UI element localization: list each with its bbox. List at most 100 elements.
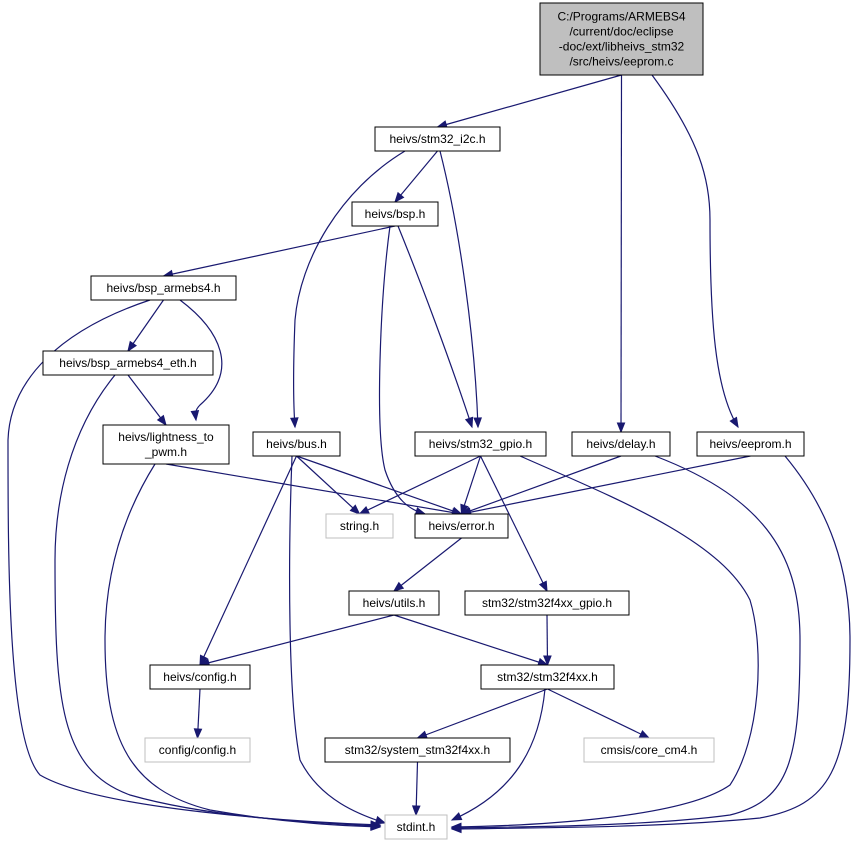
node-box (90, 275, 237, 301)
edge-line (163, 225, 396, 277)
edge-arrowhead (638, 729, 651, 739)
edge-sysf4-to-stdint (411, 761, 421, 817)
edge-arrowhead (473, 417, 482, 429)
node-config[interactable]: heivs/config.h (149, 664, 251, 690)
edge-line (620, 74, 623, 433)
node-bsp[interactable]: heivs/bsp.h (351, 201, 439, 227)
edge-arrowhead (127, 340, 137, 353)
node-box (539, 2, 704, 76)
edge-arrowhead (349, 504, 361, 515)
node-box (149, 664, 251, 690)
node-cfgcfg[interactable]: config/config.h (144, 737, 251, 763)
edge-f4xx-to-core (547, 688, 651, 739)
edge-bus-to-stdint (289, 455, 387, 825)
edge-line (378, 225, 426, 515)
edge-line (461, 455, 751, 515)
edge-line (451, 455, 759, 828)
edge-f4xx-to-sysf4 (416, 688, 548, 739)
node-box (480, 664, 615, 690)
edge-line (651, 74, 739, 428)
edge-gpio-to-f4gpio (479, 455, 548, 593)
node-f4gpio[interactable]: stm32/stm32f4xx_gpio.h (464, 590, 630, 616)
edge-arrowhead (464, 416, 474, 429)
node-box (464, 590, 630, 616)
edge-line (296, 455, 462, 515)
edge-line (461, 455, 622, 515)
node-gpio[interactable]: heivs/stm32_gpio.h (414, 431, 547, 457)
node-bsp_armebs4[interactable]: heivs/bsp_armebs4.h (90, 275, 237, 301)
node-label: heivs/eeprom.h (709, 437, 791, 451)
edge-root-to-delay (616, 74, 626, 434)
node-core[interactable]: cmsis/core_cm4.h (583, 737, 715, 763)
edge-arrowhead (156, 414, 167, 427)
edge-line (394, 150, 438, 203)
node-box (696, 431, 805, 457)
node-label: heivs/config.h (163, 670, 236, 684)
edge-bsp-to-gpio (397, 225, 474, 429)
edge-line (199, 455, 298, 666)
edge-bsp_armebs4-to-lightness (179, 299, 223, 422)
edge-i2c-to-bsp (394, 150, 438, 204)
edge-line (439, 150, 479, 428)
edge-line (437, 74, 622, 128)
edge-line (289, 455, 386, 824)
edge-root-to-i2c (436, 74, 622, 129)
node-bus[interactable]: heivs/bus.h (252, 431, 341, 457)
node-label: stm32/system_stm32f4xx.h (345, 743, 490, 757)
node-i2c[interactable]: heivs/stm32_i2c.h (374, 126, 501, 152)
node-label: /current/doc/eclipse (569, 25, 673, 39)
node-utils[interactable]: heivs/utils.h (348, 590, 440, 616)
edge-line (451, 455, 801, 829)
node-label: string.h (340, 519, 379, 533)
node-box (374, 126, 501, 152)
edge-i2c-to-bus (290, 150, 406, 429)
edge-f4xx-to-stdint (450, 688, 546, 821)
node-label: cmsis/core_cm4.h (601, 743, 698, 757)
edge-line (547, 688, 650, 739)
edge-i2c-to-gpio (439, 150, 482, 429)
node-stdint[interactable]: stdint.h (384, 814, 448, 840)
node-string[interactable]: string.h (325, 513, 394, 539)
node-box (102, 424, 230, 465)
edge-eeprom-to-error (460, 455, 751, 517)
node-lightness[interactable]: heivs/lightness_to_pwm.h (102, 424, 230, 465)
node-label: stm32/stm32f4xx.h (497, 670, 598, 684)
edge-arrowhead (538, 580, 548, 593)
edge-bsp-to-error (378, 225, 427, 516)
node-label: heivs/delay.h (586, 437, 655, 451)
node-f4xx[interactable]: stm32/stm32f4xx.h (480, 664, 615, 690)
node-label: heivs/stm32_gpio.h (429, 437, 532, 451)
node-box (348, 590, 440, 616)
node-sysf4[interactable]: stm32/system_stm32f4xx.h (324, 737, 511, 763)
edge-utils-to-config (198, 614, 395, 667)
node-eeprom[interactable]: heivs/eeprom.h (696, 431, 805, 457)
node-label: heivs/bus.h (266, 437, 327, 451)
edge-line (417, 688, 548, 739)
node-label: -doc/ext/libheivs_stm32 (559, 40, 685, 54)
node-bsp_armebs4_eth[interactable]: heivs/bsp_armebs4_eth.h (42, 350, 214, 376)
node-box (144, 737, 251, 763)
edge-arrowhead (193, 728, 203, 740)
node-delay[interactable]: heivs/delay.h (571, 431, 671, 457)
node-root: C:/Programs/ARMEBS4/current/doc/eclipse-… (539, 2, 704, 76)
edge-root-to-eeprom (651, 74, 739, 429)
edge-line (296, 455, 360, 515)
edge-arrowhead (392, 581, 405, 592)
node-label: _pwm.h (144, 445, 187, 459)
edge-arrowhead (290, 417, 299, 429)
edge-arrowhead (370, 822, 382, 832)
edge-line (393, 537, 462, 592)
edge-arrowhead (416, 730, 428, 739)
edge-gpio-to-string (358, 455, 481, 515)
edge-arrowhead (358, 505, 370, 515)
edge-arrowhead (374, 815, 387, 825)
node-label: heivs/bsp_armebs4.h (106, 281, 220, 295)
edge-arrowhead (450, 824, 462, 834)
node-label: stm32/stm32f4xx_gpio.h (482, 596, 612, 610)
node-label: heivs/lightness_to (118, 430, 214, 444)
node-label: heivs/bsp.h (365, 207, 426, 221)
node-label: stdint.h (397, 820, 436, 834)
edge-arrowhead (394, 191, 405, 204)
node-error[interactable]: heivs/error.h (414, 513, 509, 539)
